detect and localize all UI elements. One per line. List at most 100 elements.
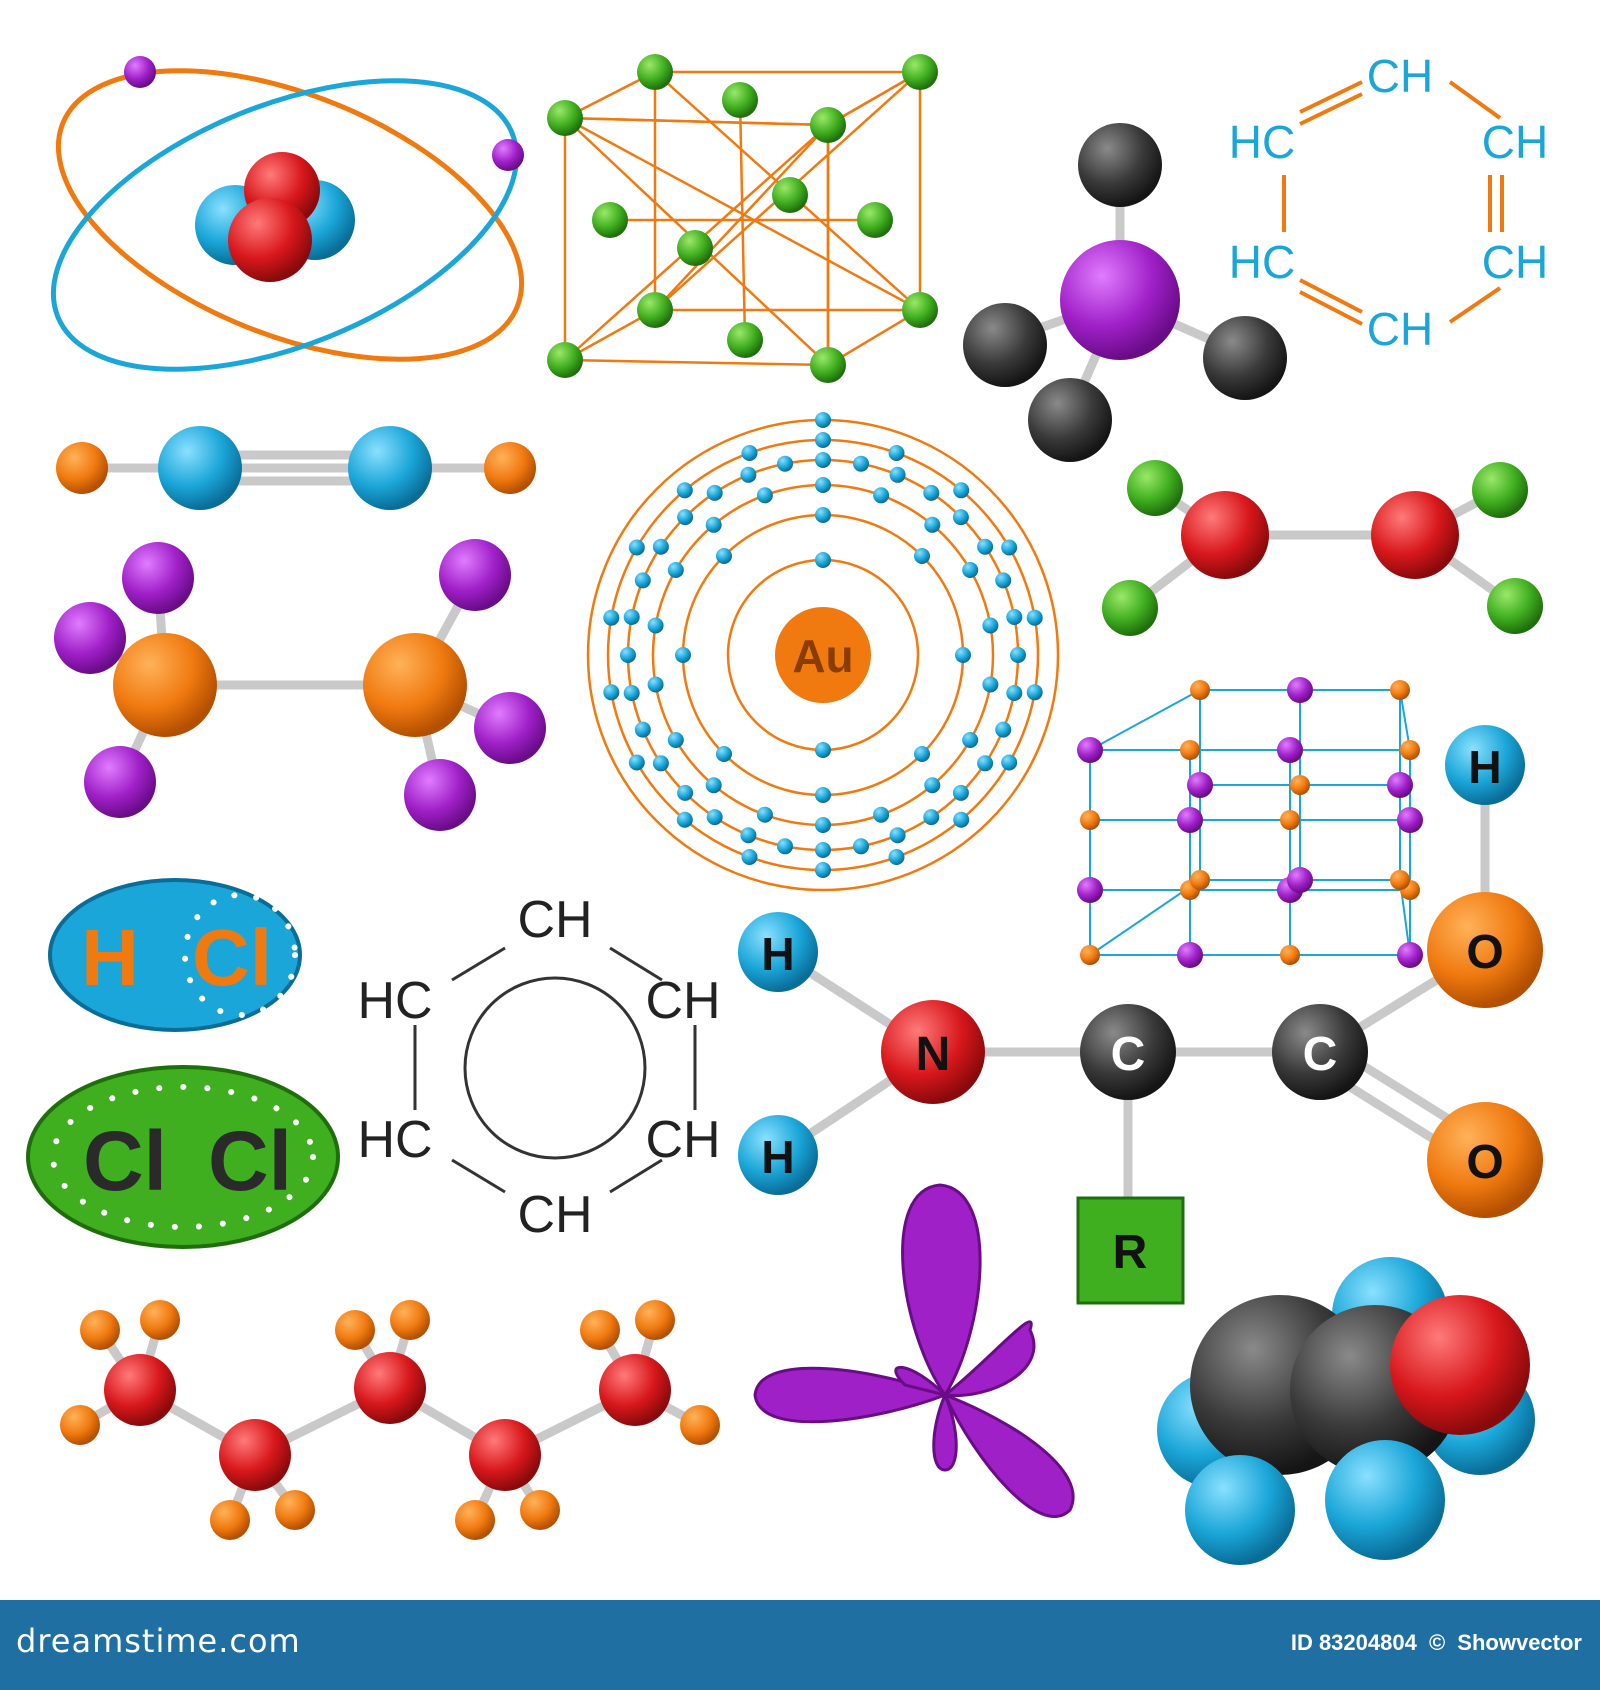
lattice-cation: [1180, 740, 1200, 760]
amino-c1: C: [1111, 1028, 1146, 1081]
ethylene-like-molecule: [1102, 460, 1543, 636]
lattice-cation: [1190, 870, 1210, 890]
electron: [740, 827, 757, 844]
electron: [977, 755, 994, 772]
gold-atom-electrons: [603, 412, 1043, 878]
linear-triple-bond-molecule: [56, 426, 536, 510]
electron: [873, 487, 890, 504]
electron: [705, 516, 722, 533]
lattice-cation: [1080, 945, 1100, 965]
benzene-top-c1: CH: [1367, 50, 1433, 102]
amino-h3: H: [1468, 741, 1501, 793]
electron: [995, 721, 1012, 738]
electron: [995, 572, 1012, 589]
amino-h1: H: [761, 928, 794, 980]
electron: [888, 445, 905, 461]
electron: [647, 617, 664, 634]
electron: [982, 676, 999, 693]
electron: [603, 684, 620, 701]
lattice-cation: [1400, 740, 1420, 760]
benzene-kekule-structure: CH CH CH CH HC HC: [1229, 50, 1548, 355]
electron: [667, 732, 684, 748]
lattice-anion: [1397, 807, 1423, 833]
electron: [982, 617, 999, 634]
cl2-a: Cl: [83, 1114, 167, 1208]
benzene-top-c3: CH: [1482, 236, 1548, 288]
benzene-ring-upper-left: HC: [357, 972, 432, 1030]
electron: [675, 647, 691, 663]
electron: [623, 685, 640, 701]
electron: [1026, 684, 1043, 701]
watermark-footer-bar: dreamstime.com ID 83204804 © Showvector: [0, 1600, 1600, 1690]
electron: [889, 466, 906, 483]
electron: [1006, 609, 1023, 625]
lattice-cation: [1390, 680, 1410, 700]
hcl-h: H: [81, 913, 139, 1002]
lattice-anion: [1397, 942, 1423, 968]
electron: [652, 538, 669, 555]
amino-o2: O: [1466, 1136, 1503, 1189]
amino-o1: O: [1466, 926, 1503, 979]
benzene-ring-bottom: CH: [517, 1186, 592, 1244]
electron: [815, 817, 831, 833]
electron: [777, 838, 793, 855]
electron: [1026, 609, 1043, 626]
crystal-lattice-atoms: [547, 54, 938, 383]
copyright-symbol: ©: [1428, 1630, 1446, 1655]
electron: [652, 755, 669, 772]
electron: [889, 827, 906, 844]
electron: [677, 784, 694, 801]
electron: [628, 754, 645, 771]
benzene-top-c5: HC: [1229, 116, 1295, 168]
lattice-anion: [1287, 867, 1313, 893]
benzene-ring-lower-right: CH: [645, 1111, 720, 1169]
lattice-anion: [1287, 677, 1313, 703]
author-name[interactable]: Showvector: [1457, 1630, 1582, 1655]
electron: [620, 647, 636, 663]
electron: [952, 784, 969, 801]
benzene-top-c4: CH: [1367, 303, 1433, 355]
benzene-top-c6: HC: [1229, 236, 1295, 288]
image-credit: ID 83204804 © Showvector: [1285, 1630, 1582, 1656]
lattice-cation: [1280, 810, 1300, 830]
dreamstime-brand[interactable]: dreamstime.com: [16, 1622, 301, 1660]
electron: [706, 809, 723, 826]
electron: [1006, 685, 1023, 701]
electron: [1001, 539, 1018, 556]
lattice-cation: [1290, 775, 1310, 795]
electron: [756, 806, 773, 823]
benzene-ring-structure: CH CH CH CH HC HC: [357, 891, 720, 1244]
electron: [815, 842, 831, 858]
electron: [815, 412, 831, 428]
electron: [676, 482, 693, 499]
electron: [777, 455, 793, 472]
electron: [815, 477, 831, 493]
electron: [962, 562, 979, 578]
electron: [888, 849, 905, 865]
electron: [924, 516, 941, 533]
ethane-like-molecule: [54, 539, 546, 831]
electron: [667, 562, 684, 578]
benzene-ring-lower-left: HC: [357, 1111, 432, 1169]
electron: [705, 777, 722, 794]
chemistry-illustration: CH CH CH CH HC HC: [26, 50, 1548, 1565]
electron: [873, 806, 890, 823]
electron: [977, 538, 994, 555]
electron: [815, 742, 831, 758]
electron: [677, 509, 694, 526]
lattice-anion: [1277, 737, 1303, 763]
amino-h2: H: [761, 1131, 794, 1183]
d-orbital-shape: [753, 1183, 1075, 1518]
electron: [741, 849, 758, 865]
electron: [815, 552, 831, 568]
electron: [634, 721, 651, 738]
electron: [740, 466, 757, 483]
lattice-anion: [1177, 942, 1203, 968]
gold-label: Au: [792, 630, 853, 682]
hcl-molecule-capsule: H Cl: [48, 878, 302, 1032]
electron: [952, 509, 969, 526]
tetrahedral-molecule: [963, 123, 1287, 462]
electron: [953, 811, 970, 828]
benzene-ring-upper-right: CH: [645, 972, 720, 1030]
electron: [647, 676, 664, 693]
